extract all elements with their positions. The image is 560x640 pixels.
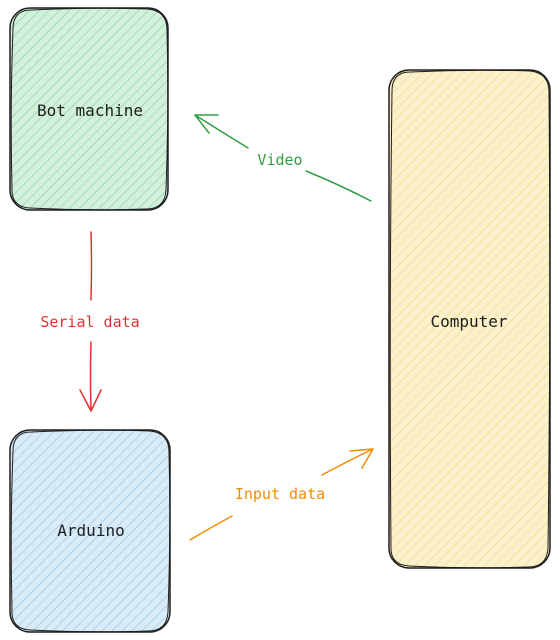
input-data-label: Input data	[235, 485, 325, 503]
arduino-label: Arduino	[57, 521, 124, 540]
input-data-arrow-line-part2	[321, 448, 374, 476]
video-label: Video	[257, 151, 302, 169]
video-arrowhead	[194, 114, 219, 134]
bot-machine-label: Bot machine	[37, 101, 143, 120]
input-data-arrow-line-part1	[189, 515, 233, 541]
video-arrow-line-part1	[194, 114, 249, 149]
serial-data-arrow-line-part2	[89, 341, 92, 411]
bot-machine-box-sketch	[10, 7, 169, 211]
arduino-box-sketch	[10, 429, 171, 633]
video-arrow-line-part2	[305, 170, 372, 202]
serial-data-arrowhead	[79, 389, 102, 412]
edge-input-data[interactable]: Input data	[189, 448, 374, 541]
computer-box-sketch	[389, 69, 551, 569]
edge-video[interactable]: Video	[194, 114, 372, 202]
computer-label: Computer	[430, 312, 507, 331]
input-data-arrowhead	[349, 448, 374, 469]
node-arduino[interactable]: Arduino	[9, 429, 171, 633]
node-computer[interactable]: Computer	[388, 69, 551, 569]
edge-serial-data[interactable]: Serial data	[40, 231, 140, 412]
serial-data-label: Serial data	[40, 313, 139, 331]
node-bot-machine[interactable]: Bot machine	[9, 7, 169, 211]
serial-data-arrow-line-part1	[90, 231, 93, 301]
